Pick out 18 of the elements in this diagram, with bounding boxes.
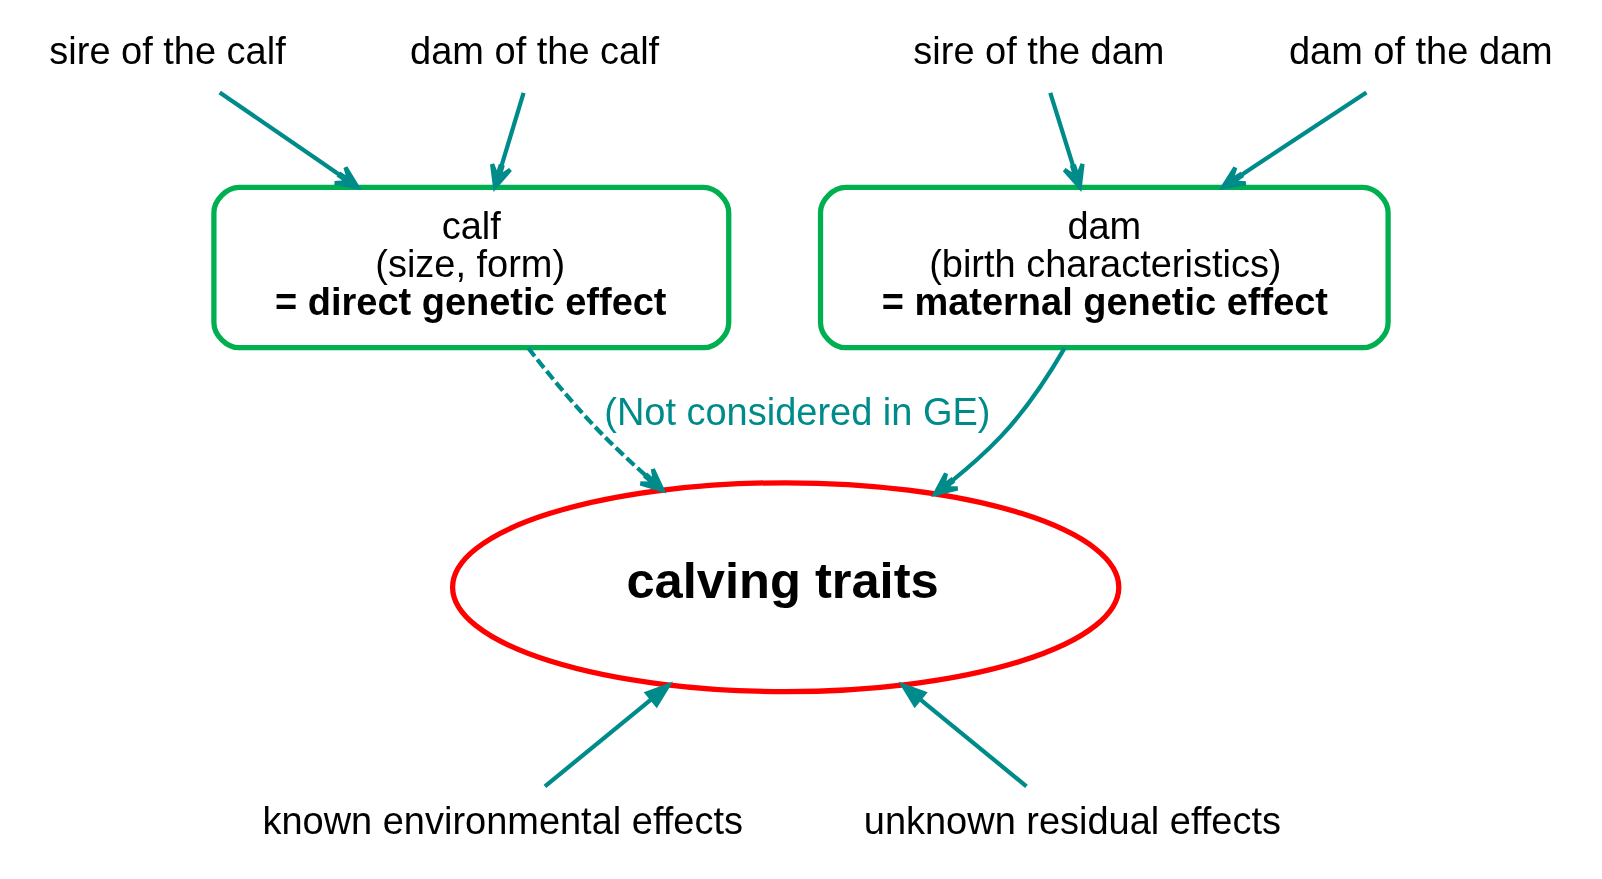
arrow xyxy=(218,90,360,190)
node-text: known environmental effects xyxy=(262,799,743,842)
arrow xyxy=(898,681,1028,788)
arrow xyxy=(933,347,1067,496)
edge-label: (Not considered in GE) xyxy=(604,390,991,433)
arrow xyxy=(1220,90,1368,190)
arrow xyxy=(543,681,674,788)
node-text: dam of the calf xyxy=(410,29,660,72)
node-text: unknown residual effects xyxy=(863,799,1281,842)
arrow xyxy=(490,92,526,190)
node-text: sire of the dam xyxy=(913,29,1165,72)
node-text: sire of the calf xyxy=(49,29,286,72)
node-text: dam of the dam xyxy=(1288,29,1553,72)
arrow xyxy=(526,346,665,493)
arrow xyxy=(1048,92,1085,190)
node-ellipse: calving traits xyxy=(449,480,1122,695)
node-box: dam (birth characteristics) = maternal genetic effect xyxy=(817,184,1391,351)
node-box: calf (size, form) = direct genetic effect xyxy=(211,184,732,351)
